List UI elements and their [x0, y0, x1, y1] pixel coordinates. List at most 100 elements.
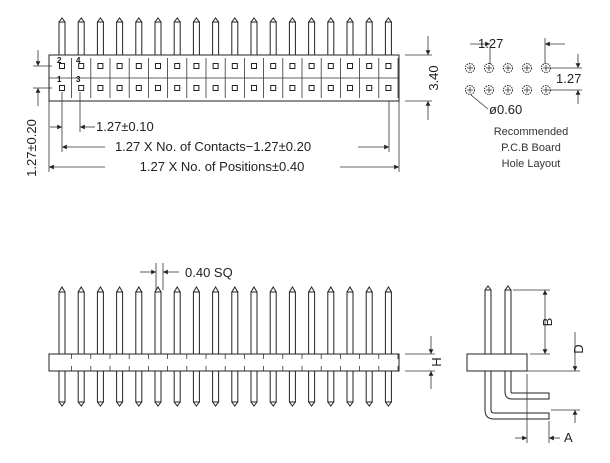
front-pin-lower: [327, 370, 335, 403]
dim-contacts-label: 1.27 X No. of Contacts−1.27±0.20: [115, 139, 311, 154]
front-pin-upper: [231, 291, 239, 355]
pin-label-1: 1: [57, 75, 62, 84]
top-pins: [58, 17, 392, 56]
top-pin: [135, 21, 143, 56]
side-insulator: [466, 353, 528, 372]
pcb-hole: [465, 85, 475, 95]
contact-square: [174, 85, 181, 91]
contact-square: [327, 63, 334, 69]
top-pin: [250, 21, 258, 56]
pin-tip: [212, 17, 219, 23]
pin-tip: [231, 286, 239, 293]
contact-square: [308, 85, 315, 91]
front-pin-upper: [154, 291, 162, 355]
contact-square: [385, 85, 392, 91]
contact-square: [289, 63, 296, 69]
front-pin-lower: [154, 370, 162, 403]
pcb-caption-line-3: Hole Layout: [502, 158, 561, 170]
top-pin: [308, 21, 316, 56]
pcb-hole: [465, 63, 475, 73]
top-pin: [173, 21, 181, 56]
front-pin-upper: [365, 291, 373, 355]
top-pin: [96, 21, 104, 56]
contact-square: [327, 85, 334, 91]
front-pin-upper: [173, 291, 181, 355]
contact-square: [289, 85, 296, 91]
pin-tip: [365, 17, 373, 23]
pin-tip: [385, 17, 392, 23]
pin-tip: [135, 286, 143, 293]
pin-tip: [77, 17, 85, 23]
leader-line: [470, 94, 489, 110]
pin-tip: [250, 286, 258, 293]
contact-square: [97, 63, 104, 69]
contact-square: [59, 85, 65, 91]
top-pin: [212, 21, 220, 56]
front-pin-lower: [192, 370, 200, 403]
pin-tip: [346, 17, 354, 23]
pin-tip: [58, 17, 66, 23]
contact-square: [135, 63, 142, 69]
pin-label-4: 4: [76, 56, 81, 65]
contact-square: [59, 63, 65, 69]
pcb-pitch-y-label: 1.27: [556, 71, 581, 86]
side-view: B D A: [466, 285, 586, 445]
pin-size-label: 0.40 SQ: [185, 265, 233, 280]
pin-tip: [269, 17, 277, 23]
pcb-hole: [503, 85, 513, 95]
contact-square: [231, 85, 238, 91]
pin-tip: [96, 286, 104, 293]
pin-tip: [365, 401, 373, 407]
pin-tip: [77, 401, 85, 407]
pin-tip: [269, 286, 277, 293]
front-pin-lower: [365, 370, 373, 403]
pin-tip: [250, 17, 258, 23]
top-pin: [77, 21, 85, 56]
front-pin-upper: [135, 291, 143, 355]
top-pin: [327, 21, 335, 56]
pcb-caption-line-2: P.C.B Board: [501, 142, 561, 154]
right-angle-pin-upper: [504, 371, 550, 400]
pin-tip: [212, 286, 220, 293]
pin-tip: [58, 401, 66, 407]
pin-tip: [365, 286, 373, 293]
pcb-pitch-x-label: 1.27: [478, 36, 503, 51]
pin-tip: [289, 401, 296, 407]
top-pin: [116, 21, 124, 56]
pin-tip: [154, 286, 162, 293]
insulator-notches: [71, 354, 399, 371]
hole-diameter-label: ø0.60: [489, 102, 522, 117]
front-view: 0.40 SQ H: [48, 263, 444, 407]
pcb-holes: [465, 63, 551, 95]
pin-tip: [484, 285, 492, 291]
contact-square: [366, 63, 373, 69]
pin-tip: [116, 17, 123, 23]
pin-tip: [231, 401, 239, 407]
top-pin: [58, 21, 66, 56]
front-pin-lower: [77, 370, 85, 403]
front-pin-lower: [212, 370, 220, 403]
pin-tip: [173, 17, 181, 23]
pin-tip: [327, 286, 335, 293]
pin-tip: [327, 17, 335, 23]
front-pin-upper: [250, 291, 258, 355]
front-pin-upper: [327, 291, 335, 355]
front-pin-lower: [308, 370, 316, 403]
pin-tip: [154, 401, 162, 407]
pcb-hole: [484, 63, 494, 73]
front-pin-lower: [288, 370, 296, 403]
front-pin-upper: [212, 291, 220, 355]
top-pin: [269, 21, 277, 56]
contact-square: [212, 85, 219, 91]
pin-tip: [58, 286, 66, 293]
contact-square: [251, 85, 257, 91]
contact-square: [251, 63, 257, 69]
dim-positions-label: 1.27 X No. of Positions±0.40: [140, 159, 305, 174]
front-pin-lower: [384, 370, 392, 403]
front-pin-upper: [288, 291, 296, 355]
contact-square: [116, 63, 123, 69]
front-pin-lower: [96, 370, 104, 403]
front-pin-upper: [384, 291, 392, 355]
contact-square: [193, 85, 200, 91]
contact-square: [385, 63, 392, 69]
